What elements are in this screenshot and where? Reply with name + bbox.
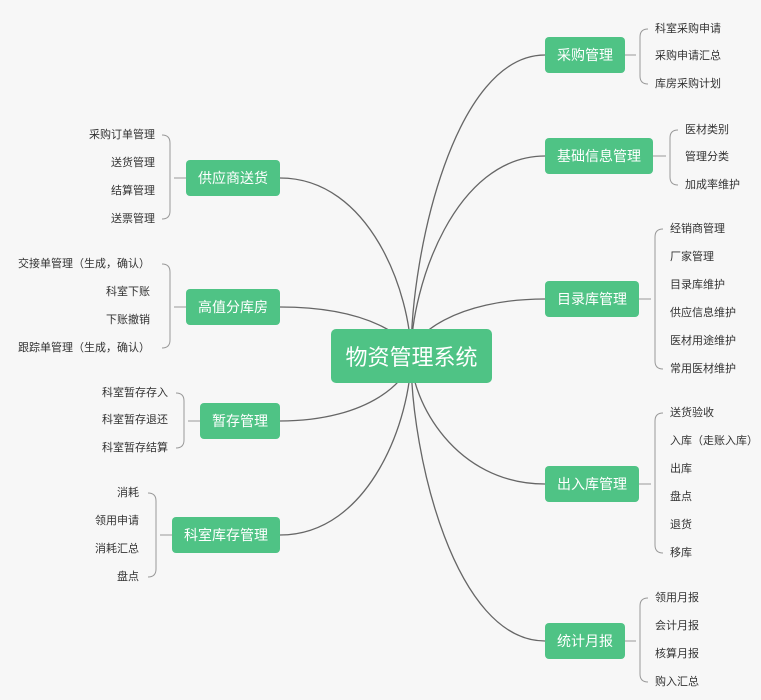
- leaf-item[interactable]: 下账撤销: [106, 313, 150, 326]
- leaf-item[interactable]: 供应信息维护: [670, 306, 736, 319]
- leaf-item[interactable]: 会计月报: [655, 619, 699, 632]
- leaf-bracket: [161, 263, 171, 349]
- leaf-item[interactable]: 退货: [670, 518, 692, 531]
- leaf-item[interactable]: 消耗汇总: [95, 542, 139, 555]
- leaf-item[interactable]: 盘点: [117, 570, 139, 583]
- branch-node-basic-info[interactable]: 基础信息管理: [545, 138, 653, 174]
- leaf-item[interactable]: 科室暂存存入: [102, 386, 168, 399]
- leaf-item[interactable]: 目录库维护: [670, 278, 725, 291]
- leaf-item[interactable]: 购入汇总: [655, 675, 699, 688]
- leaf-item[interactable]: 领用申请: [95, 514, 139, 527]
- leaf-bracket: [161, 134, 171, 220]
- leaf-item[interactable]: 移库: [670, 546, 692, 559]
- leaf-bracket: [639, 597, 649, 683]
- leaf-bracket: [175, 392, 185, 449]
- leaf-item[interactable]: 加成率维护: [685, 178, 740, 191]
- leaf-item[interactable]: 出库: [670, 462, 692, 475]
- leaf-item[interactable]: 管理分类: [685, 150, 729, 163]
- branch-node-supplier-delivery[interactable]: 供应商送货: [186, 160, 280, 196]
- branch-node-catalog[interactable]: 目录库管理: [545, 281, 639, 317]
- leaf-item[interactable]: 盘点: [670, 490, 692, 503]
- branch-node-temporary-storage[interactable]: 暂存管理: [200, 403, 280, 439]
- leaf-bracket: [669, 129, 679, 186]
- branch-node-dept-stock[interactable]: 科室库存管理: [172, 517, 280, 553]
- leaf-item[interactable]: 核算月报: [655, 647, 699, 660]
- leaf-item[interactable]: 消耗: [117, 486, 139, 499]
- leaf-bracket: [654, 412, 664, 554]
- leaf-item[interactable]: 医材用途维护: [670, 334, 736, 347]
- leaf-bracket: [654, 228, 664, 370]
- leaf-bracket: [147, 492, 157, 578]
- branch-node-monthly-stats[interactable]: 统计月报: [545, 623, 625, 659]
- leaf-item[interactable]: 科室暂存结算: [102, 441, 168, 454]
- leaf-item[interactable]: 送货管理: [111, 156, 155, 169]
- branch-node-procurement[interactable]: 采购管理: [545, 37, 625, 73]
- leaf-item[interactable]: 科室下账: [106, 285, 150, 298]
- leaf-item[interactable]: 采购申请汇总: [655, 49, 721, 62]
- leaf-bracket: [639, 28, 649, 85]
- leaf-item[interactable]: 领用月报: [655, 591, 699, 604]
- branch-link: [410, 54, 546, 357]
- leaf-item[interactable]: 常用医材维护: [670, 362, 736, 375]
- leaf-item[interactable]: 科室暂存退还: [102, 413, 168, 426]
- leaf-item[interactable]: 厂家管理: [670, 250, 714, 263]
- branch-link: [410, 155, 546, 357]
- leaf-item[interactable]: 医材类别: [685, 123, 729, 136]
- leaf-item[interactable]: 库房采购计划: [655, 77, 721, 90]
- root-node[interactable]: 物资管理系统: [331, 329, 492, 383]
- branch-node-high-value[interactable]: 高值分库房: [186, 289, 280, 325]
- leaf-item[interactable]: 送货验收: [670, 406, 714, 419]
- leaf-item[interactable]: 科室采购申请: [655, 22, 721, 35]
- leaf-item[interactable]: 跟踪单管理（生成，确认）: [18, 341, 150, 354]
- leaf-item[interactable]: 结算管理: [111, 184, 155, 197]
- leaf-item[interactable]: 入库（走账入库）: [670, 434, 758, 447]
- branch-node-inventory-io[interactable]: 出入库管理: [545, 466, 639, 502]
- leaf-item[interactable]: 采购订单管理: [89, 128, 155, 141]
- leaf-item[interactable]: 经销商管理: [670, 222, 725, 235]
- leaf-item[interactable]: 送票管理: [111, 212, 155, 225]
- branch-link: [410, 355, 546, 642]
- leaf-item[interactable]: 交接单管理（生成，确认）: [18, 257, 150, 270]
